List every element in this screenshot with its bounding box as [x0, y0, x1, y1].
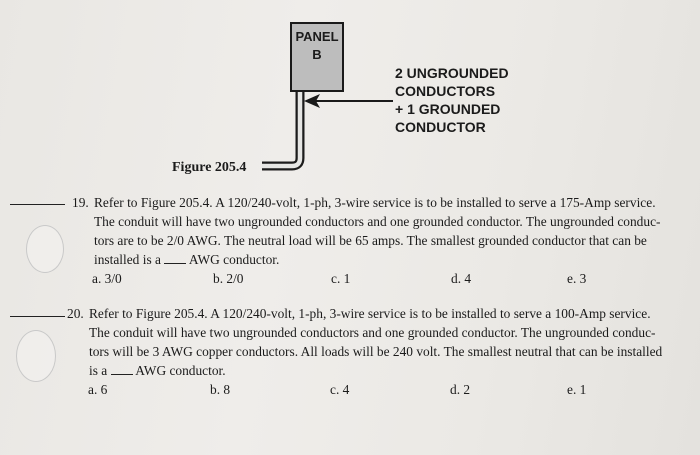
panel-b-box: PANEL B	[290, 22, 344, 92]
choice-20-e[interactable]: e. 1	[567, 382, 587, 397]
note-line-2: CONDUCTORS	[395, 83, 496, 99]
question-line: Refer to Figure 205.4. A 120/240-volt, 1…	[89, 306, 651, 321]
question-20: 20. Refer to Figure 205.4. A 120/240-vol…	[67, 304, 665, 380]
note-line-4: CONDUCTOR	[395, 119, 486, 135]
question-line: The conduit will have two ungrounded con…	[94, 214, 661, 229]
choice-19-d[interactable]: d. 4	[451, 271, 472, 286]
choice-20-a[interactable]: a. 6	[88, 382, 108, 397]
question-number: 20.	[67, 306, 84, 321]
answer-blank-19[interactable]	[10, 204, 65, 205]
question-19: 19. Refer to Figure 205.4. A 120/240-vol…	[72, 193, 670, 269]
conduit-diagram	[262, 92, 393, 171]
fill-in-blank[interactable]	[164, 252, 187, 264]
choice-19-b[interactable]: b. 2/0	[213, 271, 244, 286]
question-line-last: installed is a AWG conductor.	[94, 252, 280, 267]
choice-19-c[interactable]: c. 1	[331, 271, 351, 286]
note-line-1: 2 UNGROUNDED	[395, 65, 509, 81]
question-line: tors are to be 2/0 AWG. The neutral load…	[94, 233, 647, 248]
question-line: The conduit will have two ungrounded con…	[89, 325, 656, 340]
answer-circle-19	[26, 225, 64, 273]
question-line: tors will be 3 AWG copper conductors. Al…	[89, 344, 663, 359]
choice-19-a[interactable]: a. 3/0	[92, 271, 122, 286]
choice-20-c[interactable]: c. 4	[330, 382, 350, 397]
conduit-pipe	[262, 92, 305, 171]
answer-blank-20[interactable]	[10, 316, 65, 317]
question-line-last: is a AWG conductor.	[89, 363, 226, 378]
answer-circle-20	[16, 330, 56, 382]
arrow-head	[304, 94, 320, 108]
panel-letter: B	[312, 47, 322, 62]
fill-in-blank[interactable]	[110, 363, 133, 375]
question-number: 19.	[72, 195, 89, 210]
choice-20-d[interactable]: d. 2	[450, 382, 471, 397]
question-line: Refer to Figure 205.4. A 120/240-volt, 1…	[94, 195, 656, 210]
conductor-note: 2 UNGROUNDED CONDUCTORS + 1 GROUNDED CON…	[395, 64, 509, 136]
panel-label: PANEL	[295, 29, 339, 44]
choice-20-b[interactable]: b. 8	[210, 382, 231, 397]
note-line-3: + 1 GROUNDED	[395, 101, 501, 117]
choice-19-e[interactable]: e. 3	[567, 271, 587, 286]
figure-caption: Figure 205.4	[172, 160, 247, 175]
